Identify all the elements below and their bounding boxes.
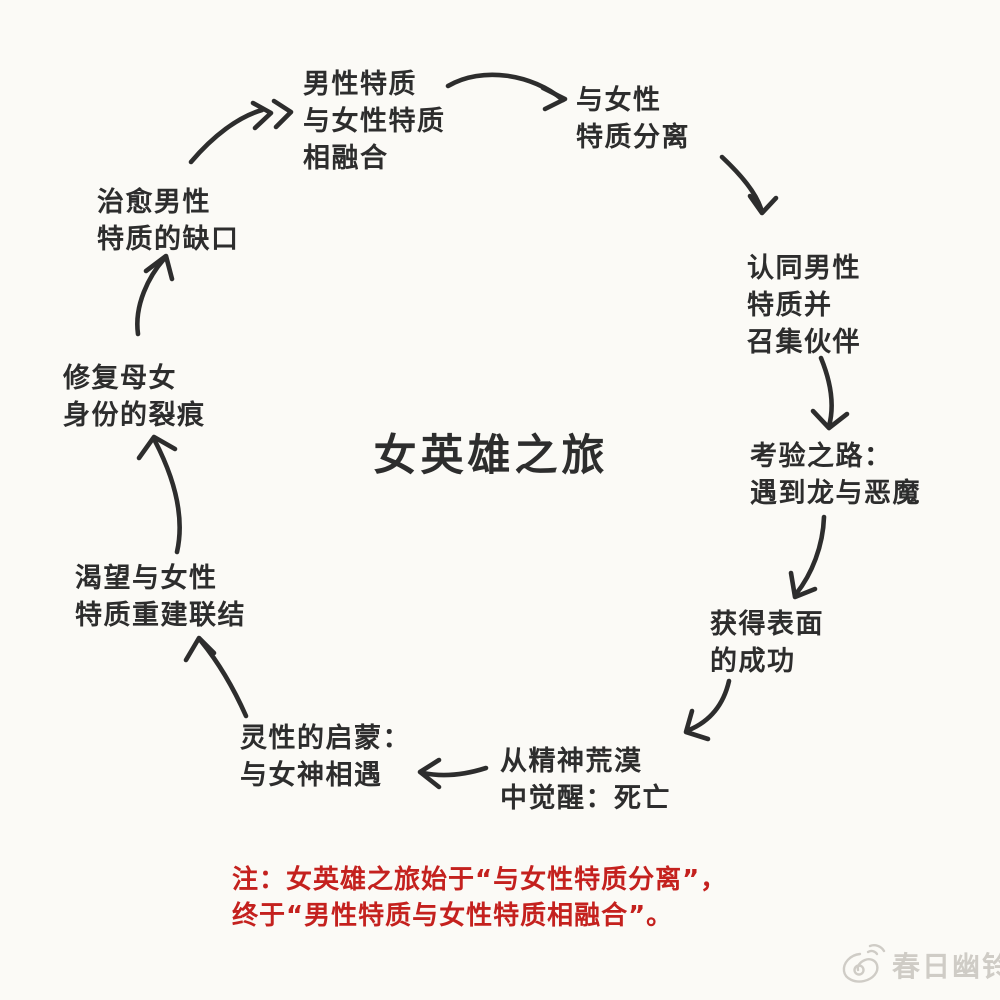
arrow-awakening-to-initiation — [417, 757, 489, 790]
node-line: 修复母女 — [63, 363, 177, 394]
arrow-trials-to-success — [788, 514, 827, 600]
node-line: 的成功 — [710, 646, 796, 677]
arrow-initiation-to-yearn — [183, 635, 249, 719]
node-line: 渴望与女性 — [75, 563, 218, 594]
node-road-of-trials: 考验之路： 遇到龙与恶魔 — [750, 438, 921, 512]
node-line: 与女性特质 — [303, 106, 446, 137]
node-line: 特质的缺口 — [97, 224, 240, 255]
arrow-merge-to-separation — [445, 72, 568, 112]
node-line: 考验之路： — [750, 441, 893, 472]
diagram-title: 女英雄之旅 — [373, 431, 609, 481]
node-line: 身份的裂痕 — [63, 400, 206, 431]
node-awakening-death: 从精神荒漠 中觉醒：死亡 — [500, 743, 671, 817]
node-feminine-separation: 与女性 特质分离 — [576, 82, 690, 156]
node-line: 灵性的启蒙： — [240, 723, 411, 754]
node-line: 特质并 — [747, 290, 833, 321]
node-masculine-feminine-merge: 男性特质 与女性特质 相融合 — [303, 66, 446, 177]
node-heal-masculine-wound: 治愈男性 特质的缺口 — [97, 184, 240, 258]
footnote-line: 终于“男性特质与女性特质相融合”。 — [232, 901, 674, 931]
node-line: 男性特质 — [303, 69, 417, 100]
node-line: 特质重建联结 — [75, 600, 246, 631]
arrow-heal-masculine-to-merge — [188, 98, 294, 165]
node-line: 特质分离 — [576, 122, 690, 153]
footnote-line: 注：女英雄之旅始于“与女性特质分离”， — [232, 865, 728, 895]
node-line: 相融合 — [303, 143, 389, 174]
node-line: 从精神荒漠 — [500, 746, 643, 777]
node-line: 召集伙伴 — [747, 327, 861, 358]
node-yearn-reconnect: 渴望与女性 特质重建联结 — [75, 560, 246, 634]
node-line: 遇到龙与恶魔 — [750, 478, 921, 509]
node-spiritual-initiation: 灵性的启蒙： 与女神相遇 — [240, 720, 411, 794]
arrow-heal-mother-to-heal-masculine — [135, 253, 175, 337]
node-line: 获得表面 — [710, 609, 824, 640]
weibo-icon — [842, 944, 886, 983]
node-heal-mother-daughter: 修复母女 身份的裂痕 — [63, 360, 206, 434]
node-illusory-success: 获得表面 的成功 — [710, 606, 824, 680]
node-line: 中觉醒：死亡 — [500, 783, 671, 814]
watermark-text: 春日幽铃 — [892, 950, 1000, 983]
node-line: 与女性 — [576, 85, 662, 116]
arrow-yearn-to-heal-mother — [136, 434, 182, 555]
node-line: 治愈男性 — [97, 187, 211, 218]
node-line: 与女神相遇 — [240, 760, 383, 791]
node-identify-masculine: 认同男性 特质并 召集伙伴 — [747, 250, 861, 361]
watermark: 春日幽铃 — [840, 944, 1000, 986]
arrow-separation-to-identify — [719, 154, 779, 216]
node-line: 认同男性 — [747, 253, 861, 284]
arrow-identify-to-trials — [810, 355, 850, 431]
arrow-success-to-awakening — [683, 678, 732, 742]
footnote: 注：女英雄之旅始于“与女性特质分离”， 终于“男性特质与女性特质相融合”。 — [232, 862, 727, 934]
